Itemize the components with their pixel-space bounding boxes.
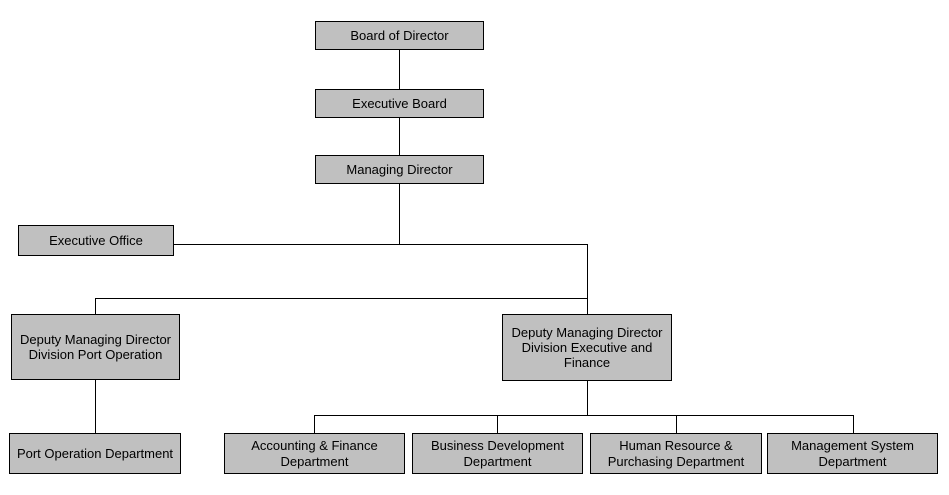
org-node-label: Executive Board [352,95,447,111]
org-node-board-of-director: Board of Director [315,21,484,50]
connector-managing-director-trunk [399,184,400,244]
org-node-label: Deputy Managing Director Division Execut… [511,324,663,371]
org-node-management-system-department: Management System Department [767,433,938,474]
connector-executive-board-to-managing-director [399,118,400,155]
connector-deputy-port-drop [95,298,96,314]
org-node-label: Executive Office [49,232,143,248]
org-node-deputy-managing-director-port-operation: Deputy Managing Director Division Port O… [11,314,180,380]
org-node-business-development-department: Business Development Department [412,433,583,474]
org-node-label: Management System Department [791,438,914,469]
org-node-executive-office: Executive Office [18,225,174,256]
connector-department-rail [314,415,854,416]
org-node-executive-board: Executive Board [315,89,484,118]
connector-board-to-executive-board [399,50,400,89]
org-node-managing-director: Managing Director [315,155,484,184]
connector-deputy-exec-down [587,381,588,415]
org-node-label: Accounting & Finance Department [251,438,378,469]
org-node-label: Board of Director [350,27,449,43]
connector-management-system-drop [853,415,854,433]
org-node-label: Deputy Managing Director Division Port O… [19,331,172,362]
org-node-label: Human Resource & Purchasing Department [607,438,745,469]
org-node-label: Business Development Department [431,438,564,469]
org-node-port-operation-department: Port Operation Department [9,433,181,474]
org-node-human-resource-purchasing-department: Human Resource & Purchasing Department [590,433,762,474]
connector-executive-office-rail [174,244,588,245]
connector-human-resource-drop [676,415,677,433]
org-node-label: Port Operation Department [16,445,174,461]
org-node-accounting-finance-department: Accounting & Finance Department [224,433,405,474]
connector-business-drop [497,415,498,433]
connector-port-operation-drop [95,380,96,433]
org-node-label: Managing Director [346,161,453,177]
org-node-deputy-managing-director-executive-finance: Deputy Managing Director Division Execut… [502,314,672,381]
connector-deputy-rail [95,298,588,299]
connector-accounting-drop [314,415,315,433]
connector-trunk-vertical [587,244,588,314]
